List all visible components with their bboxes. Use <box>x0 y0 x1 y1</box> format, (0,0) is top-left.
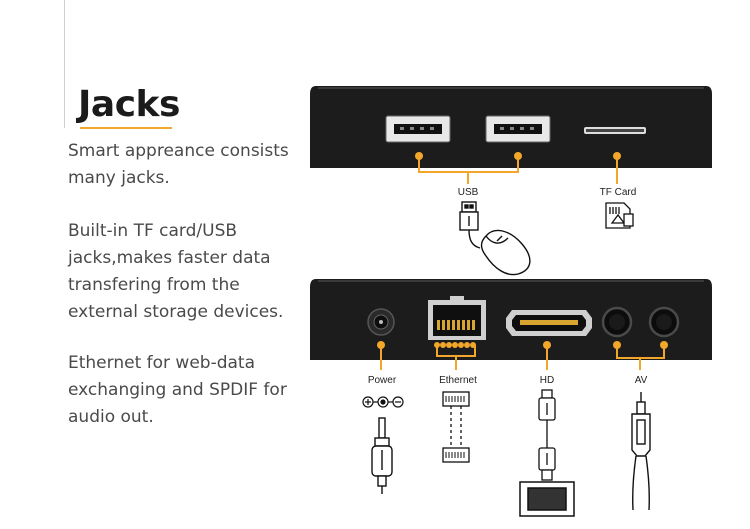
divider-line <box>64 0 65 128</box>
power-port <box>367 308 395 336</box>
monitor-icon <box>519 481 575 517</box>
page-title: Jacks <box>78 84 180 125</box>
dc-polarity-icon <box>362 396 404 408</box>
usb-connector-lines <box>418 156 519 184</box>
hdmi-cable-icon <box>538 389 556 481</box>
ethernet-label: Ethernet <box>439 375 477 386</box>
mouse-cable <box>468 229 481 249</box>
ethernet-port <box>428 296 486 340</box>
usb-dot-1 <box>415 152 423 160</box>
hd-label: HD <box>540 375 554 386</box>
av-port-2 <box>648 306 680 338</box>
ethernet-dots <box>434 342 476 348</box>
av-label: AV <box>635 375 648 386</box>
mouse-icon <box>480 229 531 276</box>
description-paragraph-2: Built-in TF card/USB jacks,makes faster … <box>68 221 284 322</box>
av-connector-lines <box>616 345 665 370</box>
description-paragraph-3: Ethernet for web-data exchanging and SPD… <box>68 353 287 427</box>
usb-dot-2 <box>514 152 522 160</box>
tf-card-slot <box>584 127 646 134</box>
hd-dot <box>543 341 551 349</box>
ethernet-connector-lines <box>436 345 476 370</box>
av-plug-icon <box>631 392 651 511</box>
usb-port-2 <box>485 115 551 143</box>
ethernet-cable-icon <box>442 391 470 463</box>
power-label: Power <box>368 375 397 386</box>
title-underline <box>80 127 172 129</box>
usb-plug-icon <box>459 201 479 231</box>
tf-dot <box>613 152 621 160</box>
description-paragraph-1: Smart appreance consists many jacks. <box>68 141 289 188</box>
usb-label: USB <box>458 187 479 198</box>
tf-card-label: TF Card <box>600 187 637 198</box>
av-dot-2 <box>660 341 668 349</box>
hdmi-port <box>506 310 592 336</box>
power-dot <box>377 341 385 349</box>
usb-port-1 <box>385 115 451 143</box>
dc-plug-icon <box>371 417 393 494</box>
av-port-1 <box>601 306 633 338</box>
sd-card-icon <box>605 202 634 229</box>
av-dot-1 <box>613 341 621 349</box>
